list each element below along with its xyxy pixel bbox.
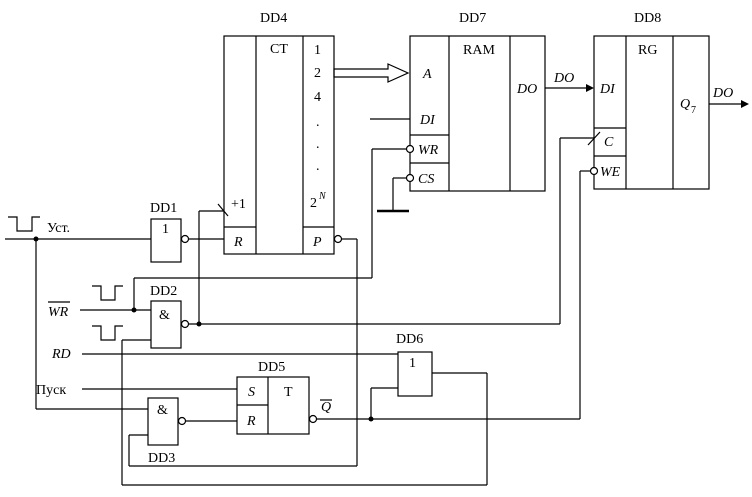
dd5-pin-s: S xyxy=(248,385,255,400)
dd6-func: 1 xyxy=(409,356,416,371)
dd3-name: DD3 xyxy=(148,451,175,466)
dd4-out-dot2: . xyxy=(316,137,320,152)
dd4-out-dot3: . xyxy=(316,159,320,174)
ram-dd7: DD7 RAM A DI WR CS DO xyxy=(405,11,546,192)
dd8-pin-q: Q xyxy=(680,97,690,112)
dd7-pin-a: A xyxy=(422,67,432,82)
dd3-out-bubble xyxy=(177,416,187,426)
gate-dd3: DD3 & xyxy=(147,397,187,466)
register-dd8: DD8 RG DI C WE Q 7 xyxy=(587,11,710,190)
gate-dd1: DD1 1 xyxy=(150,201,190,263)
dd7-pin-wr: WR xyxy=(418,143,439,158)
dd4-out-2n-exp: N xyxy=(318,191,327,202)
dd2-func: & xyxy=(159,308,170,323)
dd6-name: DD6 xyxy=(396,332,423,347)
dd4-func: CT xyxy=(270,42,288,57)
wr-label: WR xyxy=(48,305,69,320)
dd8-pin-we: WE xyxy=(600,165,621,180)
dd1-func: 1 xyxy=(162,222,169,237)
dd4-pin-p: P xyxy=(312,235,322,250)
start-label: Пуск xyxy=(36,383,66,398)
dd8-we-bubble xyxy=(589,166,599,176)
dd7-wr-bubble xyxy=(405,144,415,154)
dd4-out-2n: 2 xyxy=(310,196,317,211)
do-out-label: DO xyxy=(712,86,733,101)
dd5-pin-r: R xyxy=(246,414,256,429)
dd1-name: DD1 xyxy=(150,201,177,216)
dd2-out-bubble xyxy=(180,319,190,329)
dd8-func: RG xyxy=(638,43,657,58)
dd8-pin-q-sub: 7 xyxy=(691,105,696,116)
gate-dd6: DD6 1 xyxy=(396,332,433,397)
rd-pulse xyxy=(92,325,123,341)
dd7-pin-cs: CS xyxy=(418,172,434,187)
dd7-func: RAM xyxy=(463,43,495,58)
dd7-pin-do: DO xyxy=(516,82,537,97)
dd5-func: T xyxy=(284,385,293,400)
dd5-q-bubble xyxy=(308,414,318,424)
dd4-out-dot1: . xyxy=(316,115,320,130)
dd4-out-1: 1 xyxy=(314,43,321,58)
dd1-out-bubble xyxy=(180,234,190,244)
gate-dd2: DD2 & xyxy=(150,284,190,349)
reset-pulse xyxy=(8,216,40,232)
wiring xyxy=(5,63,749,486)
dd4-out-2: 2 xyxy=(314,66,321,81)
wr-pulse xyxy=(92,285,123,301)
dd7-pin-di: DI xyxy=(419,113,436,128)
dd4-out-4: 4 xyxy=(314,90,321,105)
dd4-pin-plus1: +1 xyxy=(231,197,246,212)
dd2-name: DD2 xyxy=(150,284,177,299)
rd-label: RD xyxy=(51,347,71,362)
dd7-name: DD7 xyxy=(459,11,486,26)
dd8-name: DD8 xyxy=(634,11,661,26)
dd4-pin-r: R xyxy=(233,235,243,250)
dd5-pin-q: Q xyxy=(321,400,331,415)
dd7-cs-bubble xyxy=(405,173,415,183)
dd4-name: DD4 xyxy=(260,11,287,26)
junctions xyxy=(33,236,374,422)
do-mid-label: DO xyxy=(553,71,574,86)
dd3-func: & xyxy=(157,403,168,418)
reset-label: Уст. xyxy=(47,221,70,236)
dd8-pin-c: C xyxy=(604,135,614,150)
trigger-dd5: DD5 T S R Q xyxy=(236,360,332,435)
dd4-p-bubble xyxy=(333,234,343,244)
dd5-name: DD5 xyxy=(258,360,285,375)
counter-dd4: DD4 CT +1 R P 1 2 4 . . . 2 N xyxy=(199,11,343,255)
input-pulses xyxy=(8,216,123,341)
dd8-pin-di: DI xyxy=(599,82,616,97)
